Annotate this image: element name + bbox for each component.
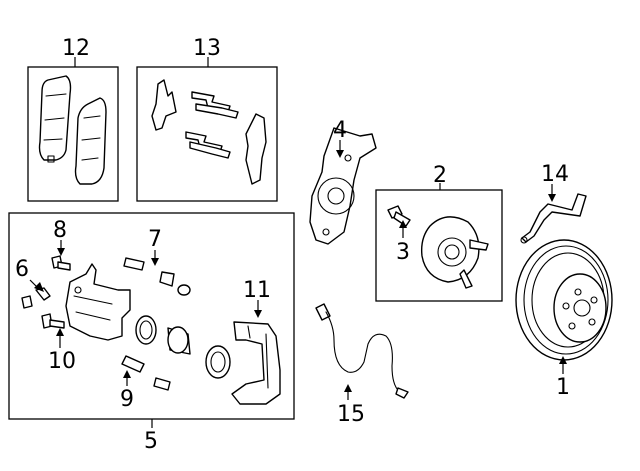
abs-harness xyxy=(315,303,409,399)
caliper-bracket xyxy=(231,321,281,405)
hub-bolt xyxy=(387,205,411,227)
mounting-bolt xyxy=(41,313,65,329)
callout-11: 11 xyxy=(243,278,271,303)
callout-3: 3 xyxy=(396,240,410,265)
guide-pin xyxy=(123,257,191,296)
callout-10: 10 xyxy=(48,349,76,374)
callout-6: 6 xyxy=(15,257,29,282)
brake-rotor xyxy=(515,239,613,361)
callout-7: 7 xyxy=(148,227,162,252)
caliper-body xyxy=(65,263,131,341)
box-2-hub-assembly xyxy=(375,189,503,302)
callout-labels: 12 13 4 2 14 3 8 7 6 11 10 9 5 15 1 xyxy=(15,36,570,454)
callout-15: 15 xyxy=(337,402,365,427)
callout-9: 9 xyxy=(120,387,134,412)
splash-shield xyxy=(309,127,377,245)
pad-hardware-kit xyxy=(151,79,267,185)
box-12-brake-pads xyxy=(27,66,119,202)
callout-1: 1 xyxy=(556,375,570,400)
box-13-hardware-kit xyxy=(136,66,278,202)
piston xyxy=(135,315,191,355)
callout-8: 8 xyxy=(53,218,67,243)
guide-pin-lower xyxy=(121,355,171,391)
caliper-bolt xyxy=(51,255,71,271)
callout-5: 5 xyxy=(144,429,158,454)
abs-bracket xyxy=(520,193,587,244)
callout-12: 12 xyxy=(62,36,90,61)
leader-lines xyxy=(29,57,567,428)
callout-14: 14 xyxy=(541,162,569,187)
callout-2: 2 xyxy=(433,163,447,188)
callout-4: 4 xyxy=(333,118,347,143)
bleeder-screw xyxy=(21,287,51,309)
dust-boot xyxy=(205,345,231,379)
callout-13: 13 xyxy=(193,36,221,61)
brake-pads xyxy=(38,75,107,185)
hub-bearing xyxy=(420,216,489,289)
